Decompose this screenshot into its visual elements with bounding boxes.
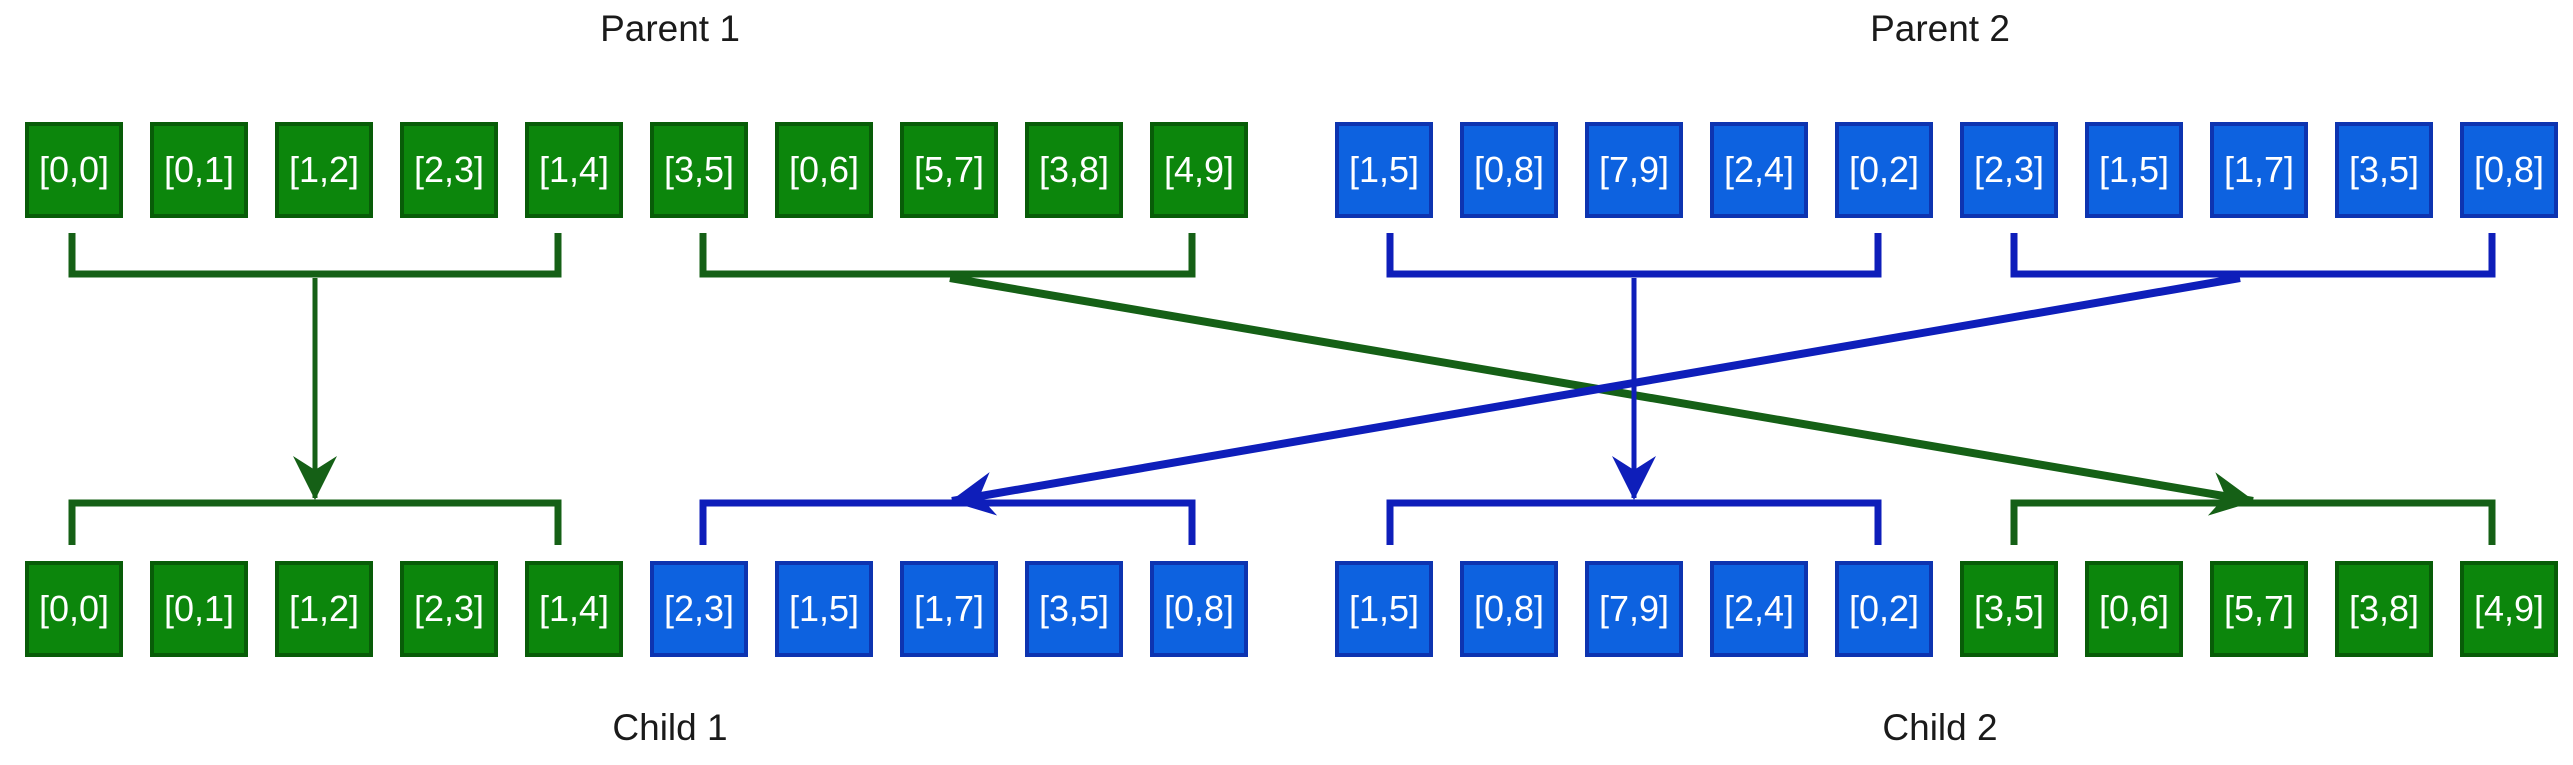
parent2-first-half-bracket	[1386, 233, 1882, 278]
child1-label: Child 1	[612, 707, 728, 748]
gene-box: [1,4]	[525, 122, 623, 218]
gene-box: [2,3]	[400, 122, 498, 218]
gene-box: [1,5]	[1335, 561, 1433, 657]
gene-box: [0,1]	[150, 561, 248, 657]
gene-box: [1,5]	[1335, 122, 1433, 218]
parent2-second-half-bracket	[2010, 233, 2496, 278]
gene-box: [0,8]	[1460, 561, 1558, 657]
gene-box: [0,6]	[775, 122, 873, 218]
gene-box: [2,4]	[1710, 561, 1808, 657]
gene-box: [3,5]	[650, 122, 748, 218]
gene-box: [2,3]	[1960, 122, 2058, 218]
gene-box: [7,9]	[1585, 122, 1683, 218]
gene-box: [1,5]	[2085, 122, 2183, 218]
gene-box: [0,6]	[2085, 561, 2183, 657]
gene-box: [0,0]	[25, 122, 123, 218]
gene-box: [0,1]	[150, 122, 248, 218]
gene-box: [0,2]	[1835, 561, 1933, 657]
gene-box: [3,8]	[2335, 561, 2433, 657]
gene-box: [4,9]	[2460, 561, 2558, 657]
gene-box: [3,5]	[2335, 122, 2433, 218]
gene-box: [7,9]	[1585, 561, 1683, 657]
gene-box: [1,7]	[2210, 122, 2308, 218]
gene-box: [3,5]	[1025, 561, 1123, 657]
gene-box: [0,0]	[25, 561, 123, 657]
gene-box: [2,4]	[1710, 122, 1808, 218]
gene-box: [1,2]	[275, 561, 373, 657]
child2-label: Child 2	[1882, 707, 1998, 748]
gene-box: [0,8]	[1150, 561, 1248, 657]
child2-first-half-bracket	[1386, 499, 1882, 545]
child1-second-half-bracket	[699, 499, 1196, 545]
gene-box: [2,3]	[650, 561, 748, 657]
gene-box: [3,5]	[1960, 561, 2058, 657]
parent1-second-half-bracket	[699, 233, 1196, 278]
gene-box: [1,5]	[775, 561, 873, 657]
parent2-label: Parent 2	[1870, 8, 2010, 49]
gene-box: [0,8]	[2460, 122, 2558, 218]
gene-box: [1,7]	[900, 561, 998, 657]
arrow-parent1-to-child2	[949, 274, 2255, 516]
child2-second-half-bracket	[2010, 499, 2496, 545]
gene-box: [5,7]	[2210, 561, 2308, 657]
gene-box: [3,8]	[1025, 122, 1123, 218]
gene-box: [0,8]	[1460, 122, 1558, 218]
gene-box: [1,4]	[525, 561, 623, 657]
gene-box: [4,9]	[1150, 122, 1248, 218]
parent1-first-half-bracket	[68, 233, 562, 278]
child1-first-half-bracket	[68, 499, 562, 545]
gene-box: [2,3]	[400, 561, 498, 657]
parent1-label: Parent 1	[600, 8, 740, 49]
arrow-parent2-to-child1	[950, 274, 2241, 516]
gene-box: [1,2]	[275, 122, 373, 218]
gene-box: [0,2]	[1835, 122, 1933, 218]
gene-box: [5,7]	[900, 122, 998, 218]
